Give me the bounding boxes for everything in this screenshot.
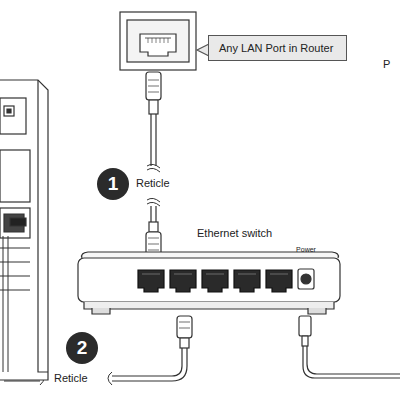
indoor-device [3,236,8,372]
indoor-device [0,80,48,380]
indoor-device [0,98,26,134]
ethernet-cable [146,72,161,256]
router-lan-port [148,38,168,43]
ethernet-cable [147,164,160,172]
ethernet-switch [78,258,340,302]
switch-port [138,270,164,292]
power-jack [298,269,314,289]
indoor-device [4,106,14,116]
indoor-device [0,248,30,290]
indoor-device [0,208,30,238]
ethernet-cable [149,100,158,114]
ethernet-cable [151,114,156,166]
ethernet-switch [84,302,334,309]
switch-port [202,270,228,292]
switch-port [234,270,260,292]
cut-off-text: P [383,58,390,70]
ethernet-cable [177,316,192,338]
indoor-device [7,109,11,113]
switch-port [138,270,292,292]
callout-number: 2 [66,332,98,364]
ethernet-cable [148,80,159,92]
ethernet-cable [180,338,189,348]
indoor-device [0,150,30,202]
callout-balloon: Any LAN Port in Router [208,35,347,61]
router-lan-port [140,34,176,56]
port-pins [142,274,288,275]
cable-label: Reticle [52,372,90,384]
indoor-device [0,80,48,380]
callout-number: 1 [97,168,129,200]
ethernet-cable [147,198,160,206]
router-lan-port [120,12,196,70]
switch-port [266,270,292,292]
device-label: Ethernet switch [197,227,272,239]
power-cable [302,336,308,346]
router-lan-port [120,12,196,70]
router-lan-port [127,20,189,62]
callout-text: Any LAN Port in Router [219,42,333,54]
ethernet-switch [78,252,340,314]
power-cable [299,316,311,336]
ethernet-cable [146,72,161,100]
ethernet-cable [149,222,158,232]
ethernet-cable [151,206,156,222]
switch-port [170,270,196,292]
ethernet-cable [112,348,187,381]
power-cable [303,346,400,378]
port-pins [142,274,288,275]
cable-label: Reticle [134,177,172,189]
power-cable [299,316,400,378]
ethernet-switch [92,308,326,314]
ethernet-cable [148,238,159,250]
power-jack [301,274,311,284]
ethernet-cable [179,322,190,328]
callout-number: 1 [108,173,119,195]
indoor-device [10,218,26,226]
port-label: Power [296,246,316,253]
indoor-device [38,80,48,372]
callout-number: 2 [77,337,88,359]
ethernet-cable [108,372,112,385]
router-lan-port [145,38,171,39]
